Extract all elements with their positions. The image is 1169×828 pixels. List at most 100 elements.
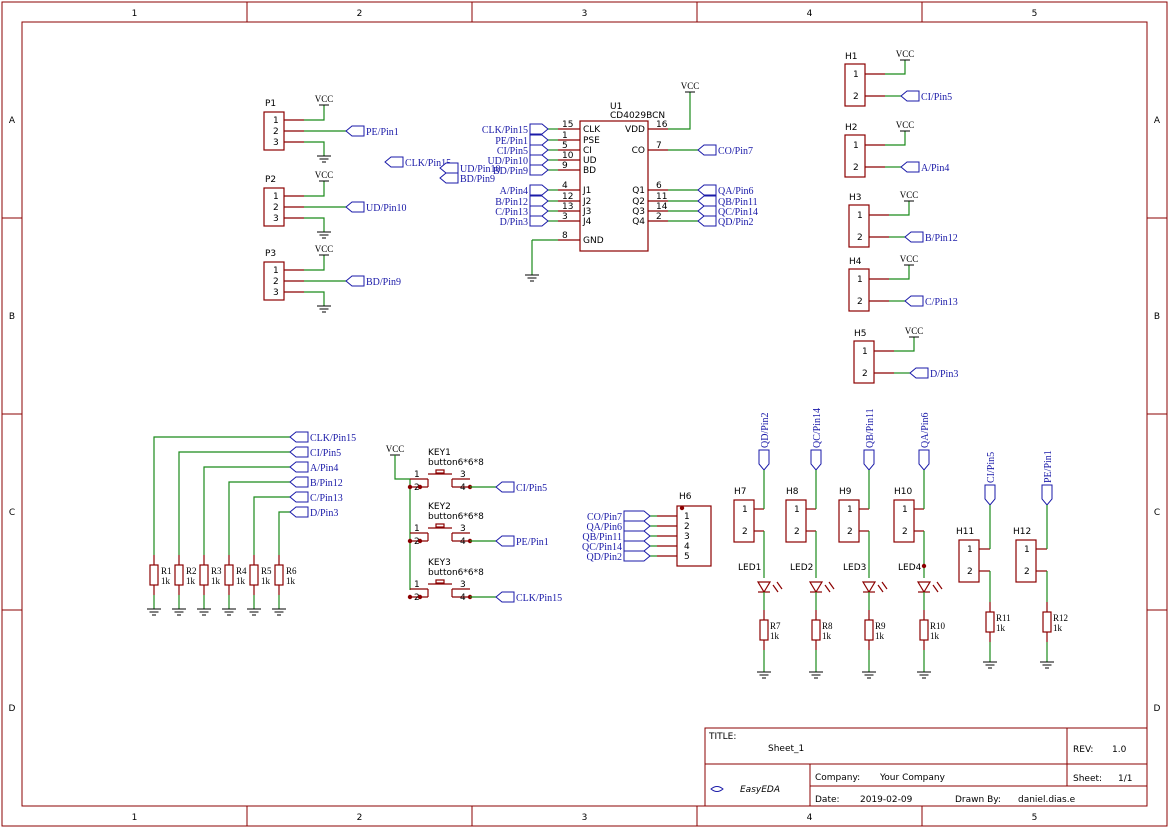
net-flag-label: QD/Pin2 xyxy=(760,412,771,448)
header-net-flag[interactable]: QA/Pin6 xyxy=(586,520,651,533)
u1-pin-name: Q4 xyxy=(632,217,645,227)
led-net-flag[interactable]: QD/Pin2 xyxy=(758,412,771,471)
header-net-flag[interactable]: QB/Pin11 xyxy=(582,530,651,543)
u1-net-flag[interactable]: QB/Pin11 xyxy=(697,195,758,208)
header-pin-number: 1 xyxy=(847,505,853,515)
loose-net-flag[interactable]: CLK/Pin15 xyxy=(384,156,451,169)
led-net-flag[interactable]: QC/Pin14 xyxy=(810,408,823,471)
header-pin-number: 2 xyxy=(967,567,973,577)
net-flag-label: QC/Pin14 xyxy=(812,408,823,448)
header-net-flag[interactable]: D/Pin3 xyxy=(909,367,958,380)
pulldown-net-flag[interactable]: A/Pin4 xyxy=(289,461,338,474)
u1-vcc: VCC xyxy=(681,81,699,93)
led-body xyxy=(808,581,824,594)
button-pin-number: 4 xyxy=(460,593,466,603)
pulldown-net-flag[interactable]: D/Pin3 xyxy=(289,506,338,519)
frame-row-label: D xyxy=(9,704,16,714)
ground-symbol xyxy=(317,305,331,313)
button-net-flag[interactable]: CI/Pin5 xyxy=(495,481,547,494)
u1-net-flag[interactable]: PE/Pin1 xyxy=(495,134,549,147)
u1-net-flag[interactable]: BD/Pin9 xyxy=(493,164,549,177)
frame-col-label: 1 xyxy=(132,9,138,19)
header-net-flag[interactable]: CO/Pin7 xyxy=(587,510,651,523)
u1-pin-name: UD xyxy=(583,156,597,166)
button-cap xyxy=(435,523,445,528)
header-net-flag[interactable]: PE/Pin1 xyxy=(345,125,399,138)
header-body xyxy=(785,499,807,543)
u1-net-flag[interactable]: CI/Pin5 xyxy=(497,144,549,157)
header-pin-number: 2 xyxy=(794,527,800,537)
header-net-flag[interactable]: B/Pin12 xyxy=(904,231,958,244)
net-flag-label: CLK/Pin15 xyxy=(482,125,528,136)
resistor-body xyxy=(864,619,874,641)
frame-col-label: 4 xyxy=(807,813,813,823)
net-flag-label: UD/Pin10 xyxy=(366,203,407,214)
u1-net-flag[interactable]: B/Pin12 xyxy=(495,195,549,208)
u1-net-flag[interactable]: QA/Pin6 xyxy=(697,184,754,197)
led-net-flag[interactable]: QA/Pin6 xyxy=(918,412,931,471)
date-value: 2019-02-09 xyxy=(860,795,913,805)
header-net-flag[interactable]: A/Pin4 xyxy=(900,161,949,174)
header-net-flag[interactable]: QD/Pin2 xyxy=(586,550,651,563)
net-flag-label: QA/Pin6 xyxy=(586,522,622,533)
header-designator: H7 xyxy=(734,487,747,497)
net-flag-shape xyxy=(758,449,770,471)
u1-net-flag[interactable]: C/Pin13 xyxy=(495,205,549,218)
resistor-value: 1k xyxy=(822,631,832,641)
header-pin-number: 2 xyxy=(273,203,279,213)
header-net-flag[interactable]: CI/Pin5 xyxy=(900,90,952,103)
pulldown-net-flag[interactable]: B/Pin12 xyxy=(289,476,343,489)
u1-net-flag[interactable]: QD/Pin2 xyxy=(697,215,754,228)
u1-pin-number: 15 xyxy=(562,120,573,130)
header-net-flag[interactable]: C/Pin13 xyxy=(904,295,958,308)
header-net-flag[interactable]: BD/Pin9 xyxy=(345,275,401,288)
resistor-designator: R9 xyxy=(875,621,886,631)
vcc-wire xyxy=(304,255,325,271)
button-net-flag[interactable]: PE/Pin1 xyxy=(495,535,549,548)
u1-net-flag[interactable]: D/Pin3 xyxy=(500,215,549,228)
loose-net-flag[interactable]: UD/Pin10 xyxy=(439,162,501,175)
u1-net-flag[interactable]: CLK/Pin15 xyxy=(482,123,549,136)
button-cap xyxy=(435,469,445,474)
header-h6[interactable]: H61CO/Pin72QA/Pin63QB/Pin114QC/Pin145QD/… xyxy=(582,492,712,567)
pulldown-net-flag[interactable]: CLK/Pin15 xyxy=(289,431,356,444)
pulldown-net-flag[interactable]: C/Pin13 xyxy=(289,491,343,504)
u1-net-flag[interactable]: QC/Pin14 xyxy=(697,205,758,218)
header-net-flag[interactable]: PE/Pin1 xyxy=(1041,450,1054,506)
u1-net-flag[interactable]: CO/Pin7 xyxy=(697,144,753,157)
header-net-flag[interactable]: UD/Pin10 xyxy=(345,201,407,214)
net-flag-shape xyxy=(345,275,365,287)
header-net-flag[interactable]: QC/Pin14 xyxy=(582,540,651,553)
pulldown-net-flag[interactable]: CI/Pin5 xyxy=(289,446,341,459)
led-body xyxy=(756,581,772,594)
resistor-body xyxy=(199,564,209,586)
u1-net-flag[interactable]: A/Pin4 xyxy=(500,184,549,197)
net-flag-shape xyxy=(909,367,929,379)
u1-pin-name: VDD xyxy=(625,125,645,135)
button-part: button6*6*8 xyxy=(428,568,484,578)
header-net-flag[interactable]: CI/Pin5 xyxy=(984,452,997,506)
led-net-flag[interactable]: QB/Pin11 xyxy=(863,408,876,471)
button-net-flag[interactable]: CLK/Pin15 xyxy=(495,591,562,604)
u1-net-flag[interactable]: UD/Pin10 xyxy=(487,154,549,167)
loose-net-flag[interactable]: BD/Pin9 xyxy=(439,172,495,185)
